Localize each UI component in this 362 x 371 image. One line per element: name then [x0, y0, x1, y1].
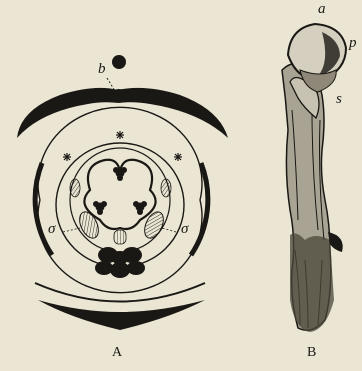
stalk	[114, 230, 126, 244]
gland-right	[161, 179, 171, 197]
label-sigma-left: σ	[48, 222, 55, 237]
label-s: s	[336, 92, 342, 107]
label-a: a	[318, 2, 326, 17]
outer-arc-right	[191, 163, 208, 255]
label-b: b	[98, 62, 106, 77]
caption-b: B	[307, 346, 317, 360]
sigma-oval-right	[141, 209, 167, 241]
anthers	[93, 167, 147, 215]
caption-a: A	[112, 346, 123, 360]
floral-diagram	[17, 55, 228, 330]
label-p: p	[349, 36, 357, 51]
lower-bract	[38, 300, 205, 330]
gland-left	[70, 179, 80, 197]
sigma-lead-right	[162, 228, 176, 232]
basal-cluster	[95, 247, 145, 278]
label-sigma-right: σ	[181, 222, 188, 237]
ring-2	[56, 143, 184, 267]
bark-lower	[290, 233, 334, 332]
twig-drawing	[282, 24, 346, 332]
axis-dot	[112, 55, 126, 69]
